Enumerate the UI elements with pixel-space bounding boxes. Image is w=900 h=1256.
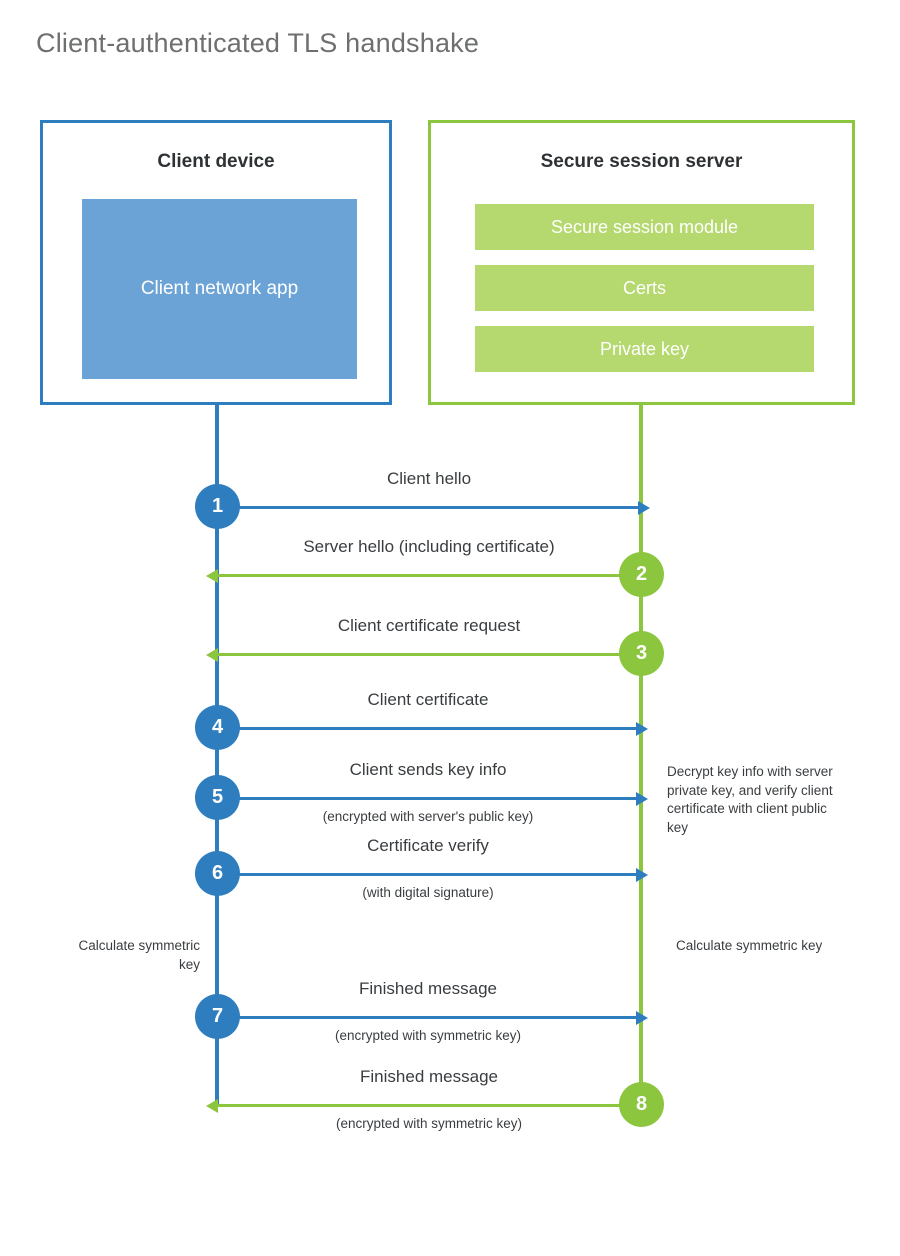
step-4-label: Client certificate xyxy=(367,690,489,709)
arrow-head-icon xyxy=(206,647,218,662)
step-2-circle: 2 xyxy=(619,552,664,597)
arrow-head-icon xyxy=(636,791,648,806)
page-title: Client-authenticated TLS handshake xyxy=(36,28,480,58)
arrow-head-icon xyxy=(636,867,648,882)
client-device-box: Client device Client network app xyxy=(40,120,392,405)
step-8-label: Finished message xyxy=(360,1067,498,1086)
step-3-circle: 3 xyxy=(619,631,664,676)
note-calculate-symmetric-key-client: Calculate symmetric key xyxy=(78,938,200,972)
server-module-certs: Certs xyxy=(475,265,814,311)
arrow-head-icon xyxy=(206,568,218,583)
step-7-label: Finished message xyxy=(359,979,497,998)
step-5-sublabel: (encrypted with server's public key) xyxy=(322,809,534,824)
step-8-arrow xyxy=(206,1098,639,1113)
step-2-arrow xyxy=(206,568,639,583)
client-device-title: Client device xyxy=(157,151,275,172)
step-1-arrow xyxy=(217,500,650,515)
step-7-sublabel: (encrypted with symmetric key) xyxy=(334,1028,522,1043)
server-module-private-key: Private key xyxy=(475,326,814,372)
arrow-head-icon xyxy=(636,721,648,736)
step-2-label: Server hello (including certificate) xyxy=(303,537,555,556)
step-1-circle: 1 xyxy=(195,484,240,529)
step-7-arrow xyxy=(217,1010,648,1025)
note-calculate-symmetric-key-server: Calculate symmetric key xyxy=(676,938,823,953)
step-1-label: Client hello xyxy=(386,469,472,488)
step-6-sublabel: (with digital signature) xyxy=(362,885,494,900)
client-lifeline xyxy=(215,405,219,1106)
step-4-arrow xyxy=(217,721,648,736)
step-7-circle: 7 xyxy=(195,994,240,1039)
secure-session-server-title: Secure session server xyxy=(540,151,743,172)
step-6-label: Certificate verify xyxy=(367,836,489,855)
server-module-secure-session-module: Secure session module xyxy=(475,204,814,250)
client-network-app-block: Client network app xyxy=(82,199,357,379)
step-5-circle: 5 xyxy=(195,775,240,820)
step-5-label: Client sends key info xyxy=(349,760,507,779)
step-3-arrow xyxy=(206,647,639,662)
step-3-label: Client certificate request xyxy=(337,616,521,635)
step-5-arrow xyxy=(217,791,648,806)
step-8-circle: 8 xyxy=(619,1082,664,1127)
arrow-head-icon xyxy=(636,1010,648,1025)
note-decrypt-key-info: Decrypt key info with server private key… xyxy=(667,764,833,835)
step-4-circle: 4 xyxy=(195,705,240,750)
step-6-circle: 6 xyxy=(195,851,240,896)
step-6-arrow xyxy=(217,867,648,882)
arrow-head-icon xyxy=(638,500,650,515)
server-lifeline xyxy=(639,405,643,1106)
arrow-head-icon xyxy=(206,1098,218,1113)
secure-session-server-box: Secure session server Secure session mod… xyxy=(428,120,855,405)
step-8-sublabel: (encrypted with symmetric key) xyxy=(335,1116,523,1131)
